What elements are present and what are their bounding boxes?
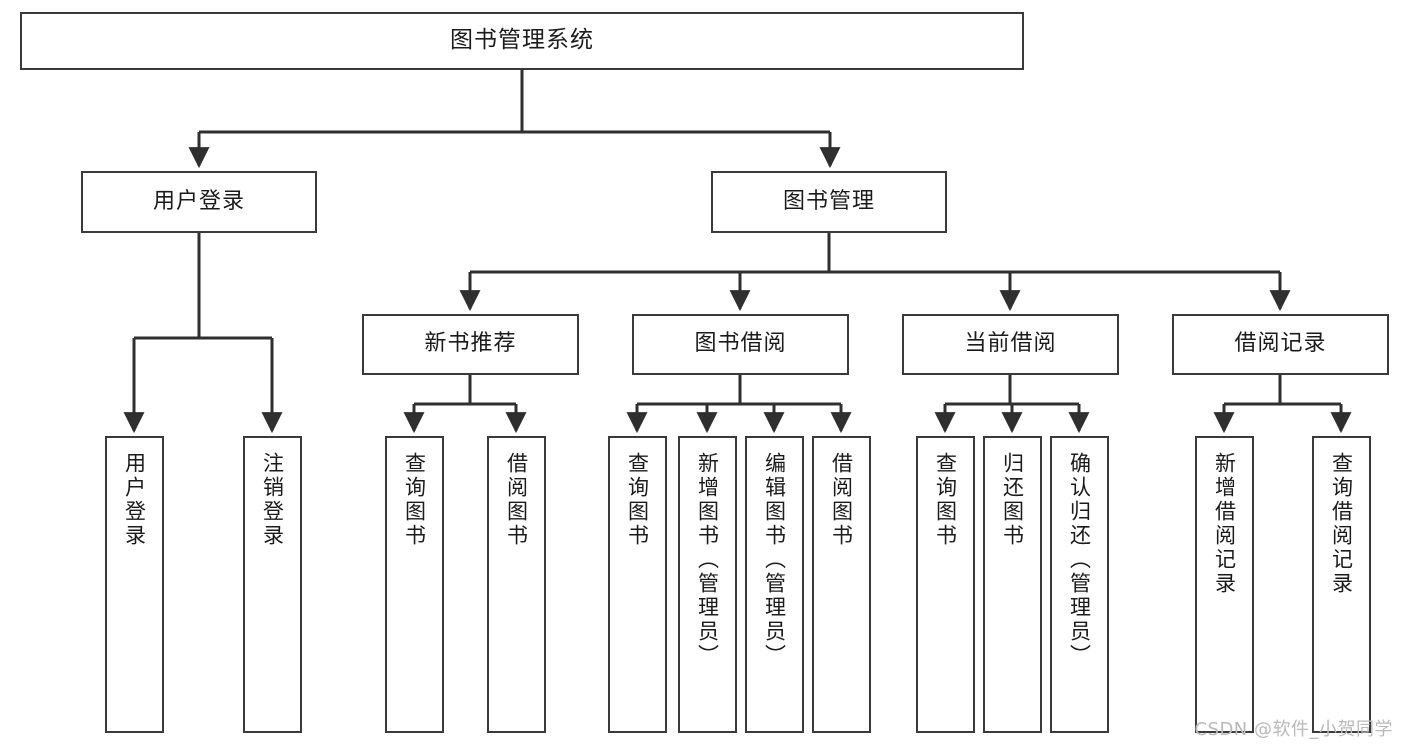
node-leaf-logout-login[interactable]: 注销登录 — [243, 436, 302, 733]
node-leaf-user-login-label: 用户登录 — [122, 452, 147, 548]
node-leaf-query-books-current[interactable]: 查询图书 — [916, 436, 975, 733]
node-leaf-query-books-borrow-label: 查询图书 — [625, 452, 650, 548]
node-leaf-query-books-rec[interactable]: 查询图书 — [385, 436, 444, 733]
node-leaf-borrow-books-rec-label: 借阅图书 — [504, 452, 529, 548]
node-leaf-borrow-book-label: 借阅图书 — [829, 452, 854, 548]
node-leaf-add-borrow-record[interactable]: 新增借阅记录 — [1195, 436, 1254, 733]
node-leaf-edit-book-admin[interactable]: 编辑图书（管理员） — [745, 436, 804, 733]
node-leaf-return-book-label: 归还图书 — [1000, 452, 1025, 548]
node-user-login[interactable]: 用户登录 — [81, 171, 317, 233]
node-leaf-confirm-return-admin[interactable]: 确认归还（管理员） — [1050, 436, 1109, 733]
node-book-borrow-label: 图书借阅 — [694, 331, 787, 357]
node-root-label: 图书管理系统 — [450, 27, 594, 54]
node-leaf-user-login[interactable]: 用户登录 — [105, 436, 164, 733]
node-leaf-add-book-admin[interactable]: 新增图书（管理员） — [678, 436, 737, 733]
node-leaf-logout-login-label: 注销登录 — [260, 452, 285, 548]
node-leaf-borrow-books-rec[interactable]: 借阅图书 — [487, 436, 546, 733]
node-root[interactable]: 图书管理系统 — [20, 12, 1024, 70]
node-leaf-edit-book-admin-label: 编辑图书（管理员） — [762, 452, 787, 668]
node-leaf-query-borrow-record-label: 查询借阅记录 — [1329, 452, 1354, 596]
node-leaf-add-book-admin-label: 新增图书（管理员） — [695, 452, 720, 668]
node-leaf-query-books-borrow[interactable]: 查询图书 — [608, 436, 667, 733]
watermark: CSDN @软件_小贺同学 — [1194, 719, 1393, 740]
node-leaf-borrow-book[interactable]: 借阅图书 — [812, 436, 871, 733]
node-current-borrow[interactable]: 当前借阅 — [902, 314, 1119, 375]
node-new-book-recommend-label: 新书推荐 — [424, 331, 517, 357]
node-leaf-return-book[interactable]: 归还图书 — [983, 436, 1042, 733]
node-borrow-records[interactable]: 借阅记录 — [1172, 314, 1389, 375]
node-book-manage-label: 图书管理 — [782, 188, 875, 214]
node-book-manage[interactable]: 图书管理 — [711, 171, 947, 233]
node-leaf-add-borrow-record-label: 新增借阅记录 — [1212, 452, 1237, 596]
node-leaf-confirm-return-admin-label: 确认归还（管理员） — [1067, 452, 1092, 668]
node-leaf-query-books-current-label: 查询图书 — [933, 452, 958, 548]
node-current-borrow-label: 当前借阅 — [964, 331, 1057, 357]
node-borrow-records-label: 借阅记录 — [1234, 331, 1327, 357]
node-leaf-query-books-rec-label: 查询图书 — [402, 452, 427, 548]
node-new-book-recommend[interactable]: 新书推荐 — [362, 314, 579, 375]
node-leaf-query-borrow-record[interactable]: 查询借阅记录 — [1312, 436, 1371, 733]
node-user-login-label: 用户登录 — [152, 188, 245, 214]
node-book-borrow[interactable]: 图书借阅 — [632, 314, 849, 375]
